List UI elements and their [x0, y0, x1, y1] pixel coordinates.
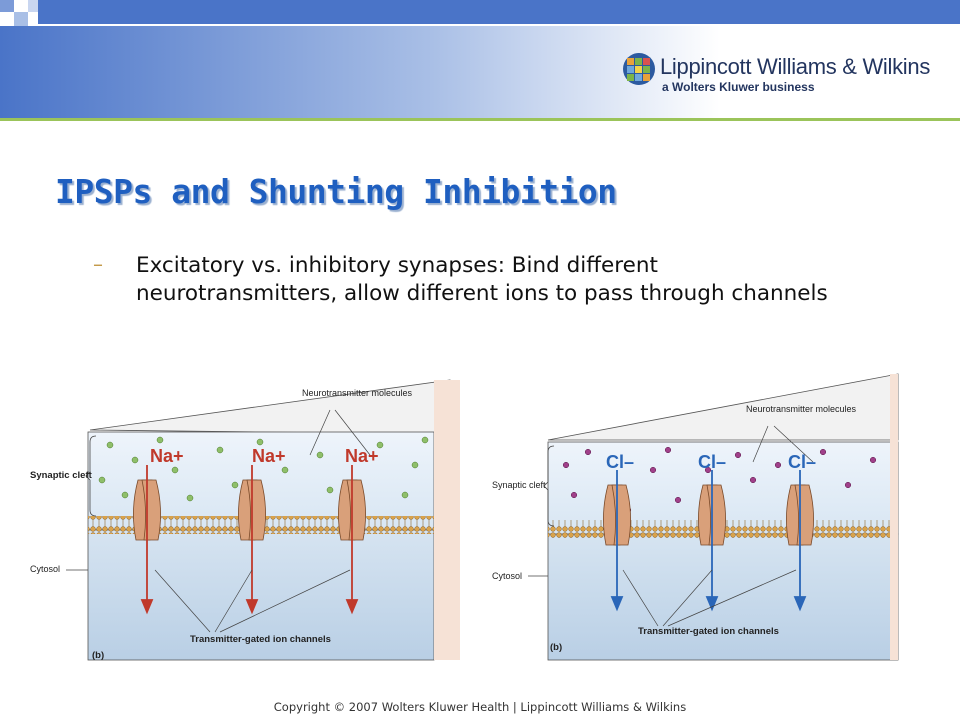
synaptic-cleft-label: Synaptic cleft: [30, 470, 93, 481]
inhibitory-synapse-figure: Cl– Cl– Cl– Neurotransmitter molecules S…: [492, 373, 899, 661]
ion-label: Na+: [252, 446, 286, 466]
bullet-text: Excitatory vs. inhibitory synapses: Bind…: [136, 253, 828, 306]
ion-flow-arrows: [610, 470, 807, 612]
slide-title: IPSPs and Shunting Inhibition: [55, 172, 617, 211]
brand-tagline: a Wolters Kluwer business: [662, 80, 815, 94]
neurotransmitter-label: Neurotransmitter molecules: [302, 388, 413, 398]
neurotransmitter-label: Neurotransmitter molecules: [746, 404, 857, 414]
brand-name: Lippincott Williams & Wilkins: [660, 54, 931, 79]
excitatory-synapse-figure: Na+ Na+ Na+ Neurotransmitter molecules S…: [30, 379, 460, 661]
channels-label: Transmitter-gated ion channels: [638, 626, 779, 637]
synaptic-cleft-label: Synaptic cleft: [492, 480, 546, 490]
header-band: [0, 0, 960, 120]
neurotransmitter-molecules: [98, 436, 429, 514]
publisher-logo: Lippincott Williams & Wilkins a Wolters …: [620, 48, 940, 98]
copyright-footer: Copyright © 2007 Wolters Kluwer Health |…: [273, 700, 687, 714]
ion-label: Cl–: [698, 452, 726, 472]
cytosol-label: Cytosol: [30, 564, 60, 574]
channels-label: Transmitter-gated ion channels: [190, 634, 331, 645]
ion-label: Cl–: [788, 452, 816, 472]
ion-label: Cl–: [606, 452, 634, 472]
globe-logo-icon: [623, 53, 655, 85]
ion-label: Na+: [150, 446, 184, 466]
panel-letter: (b): [92, 650, 104, 661]
panel-letter: (b): [550, 642, 562, 653]
ion-label: Na+: [345, 446, 379, 466]
bullet-marker: –: [93, 252, 103, 276]
cytosol-label: Cytosol: [492, 571, 522, 581]
header-divider: [0, 118, 960, 121]
ion-flow-arrows: [140, 465, 359, 615]
